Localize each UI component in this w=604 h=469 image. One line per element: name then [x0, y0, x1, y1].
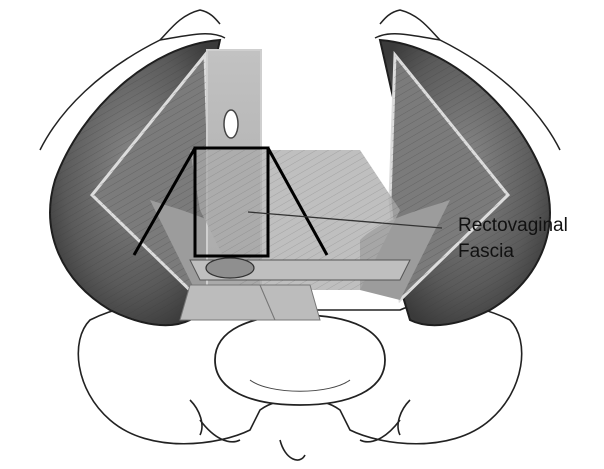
annotation-line-2: Fascia — [458, 241, 514, 262]
coccyx-region — [215, 315, 385, 405]
annotation-line-1: Rectovaginal — [458, 215, 568, 236]
urethral-opening — [224, 110, 238, 138]
